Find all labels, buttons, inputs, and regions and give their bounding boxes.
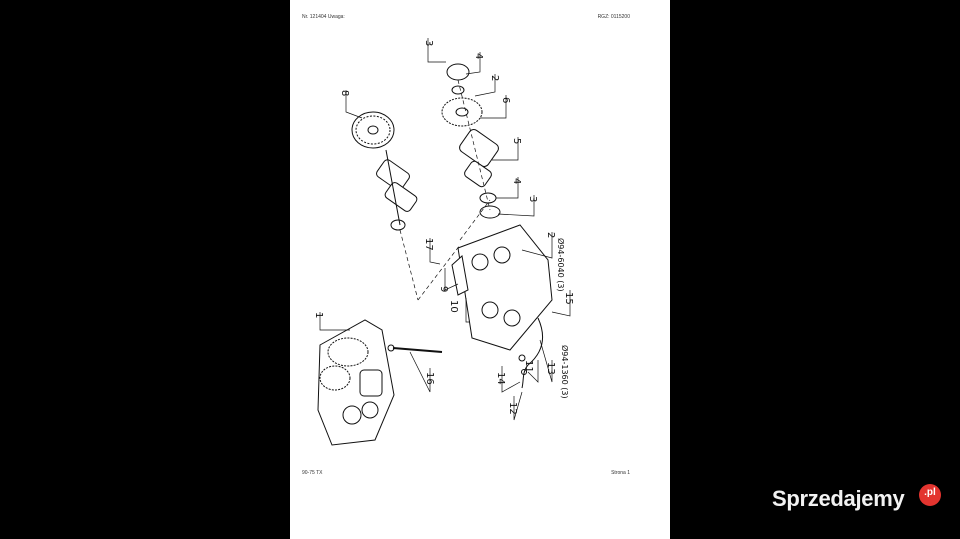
callout-10: 10 (448, 300, 459, 313)
callout-16: 16 (424, 372, 435, 385)
callout-2b: 2 (545, 232, 556, 238)
callout-6: 6 (500, 97, 511, 103)
watermark-badge-text: .pl (924, 487, 936, 498)
part-code-1360: Ø94-1360 (3) (560, 345, 570, 399)
bolt-16 (387, 344, 443, 353)
assembled-pump-1 (317, 319, 395, 446)
callout-5: 5 (511, 138, 522, 144)
header-left: Nr. 121404 Uwaga: (302, 14, 345, 20)
callout-1: 1 (313, 312, 324, 318)
callout-15: 15 (563, 292, 574, 305)
callout-2a: 2 (489, 75, 500, 81)
callout-14: 14 (495, 372, 506, 385)
part-code-6040: Ø94-6040 (3) (556, 238, 566, 292)
callout-leaders (319, 38, 571, 421)
gear-2-top (441, 63, 483, 127)
watermark-badge: .pl (919, 484, 941, 506)
gear-8 (351, 111, 395, 149)
callout-3b: 3 (527, 196, 538, 202)
pump-housing (451, 224, 553, 351)
shaft-5 (459, 129, 501, 219)
shaft-assembly (376, 149, 418, 231)
pipe-13 (518, 317, 543, 389)
watermark-logo-text: Sprzedajemy (772, 486, 905, 511)
document-page: Nr. 121404 Uwaga: RGZ: 0115200 (290, 0, 670, 539)
footer-left: 90-75 TX (302, 470, 323, 476)
header-right: RGZ: 0115200 (597, 14, 630, 20)
exploded-parts-diagram: 3 4 2 6 5 4 3 2 8 17 9 10 1 16 14 12 11 … (313, 38, 574, 446)
callout-8: 8 (339, 90, 350, 96)
callout-9: 9 (438, 286, 449, 292)
footer-right: Strona 1 (611, 470, 630, 476)
callout-13: 13 (545, 362, 556, 375)
callout-17: 17 (423, 238, 434, 251)
callout-3a: 3 (423, 40, 434, 46)
callout-4a: 4 (473, 53, 484, 59)
alignment-lines (399, 79, 491, 301)
callout-4b: 4 (511, 178, 522, 184)
callout-12: 12 (507, 402, 518, 415)
callout-11: 11 (523, 360, 534, 373)
